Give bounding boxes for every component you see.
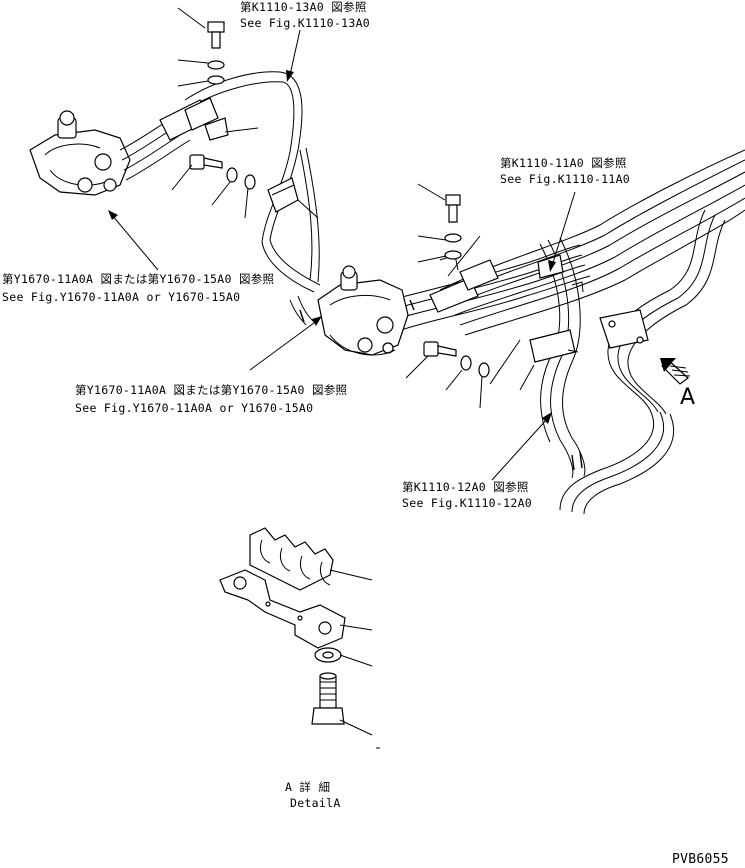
detail-a <box>219 527 380 749</box>
callout-y1670-left-en: See Fig.Y1670-11A0A or Y1670-15A0 <box>2 290 241 304</box>
leader-lines <box>108 7 576 481</box>
hose-bundle <box>184 71 745 515</box>
callout-k1110-11a0-jp: 第K1110-11A0 図参照 <box>500 156 627 170</box>
callout-k1110-12a0-en: See Fig.K1110-12A0 <box>402 496 533 510</box>
callout-k1110-13a0-en: See Fig.K1110-13A0 <box>240 16 371 30</box>
callout-y1670-center-jp: 第Y1670-11A0A 図または第Y1670-15A0 図参照 <box>75 383 348 397</box>
callout-k1110-11a0-en: See Fig.K1110-11A0 <box>500 172 631 186</box>
valve-center <box>317 259 499 356</box>
bolts-washers <box>189 21 490 378</box>
hose-ends <box>299 299 583 471</box>
view-arrow-a <box>660 358 691 385</box>
callout-k1110-12a0-jp: 第K1110-12A0 図参照 <box>402 480 529 494</box>
callout-y1670-left-jp: 第Y1670-11A0A 図または第Y1670-15A0 図参照 <box>2 272 275 286</box>
view-marker-a: A <box>680 385 696 410</box>
clamps <box>204 117 649 363</box>
detail-title-jp: A 詳 細 <box>285 780 331 794</box>
callout-y1670-center-en: See Fig.Y1670-11A0A or Y1670-15A0 <box>75 401 314 415</box>
drawing-id: PVB6055 <box>672 852 729 867</box>
valve-left <box>29 97 219 196</box>
callout-k1110-13a0-jp: 第K1110-13A0 図参照 <box>240 0 367 14</box>
detail-title-en: DetailA <box>290 796 341 810</box>
